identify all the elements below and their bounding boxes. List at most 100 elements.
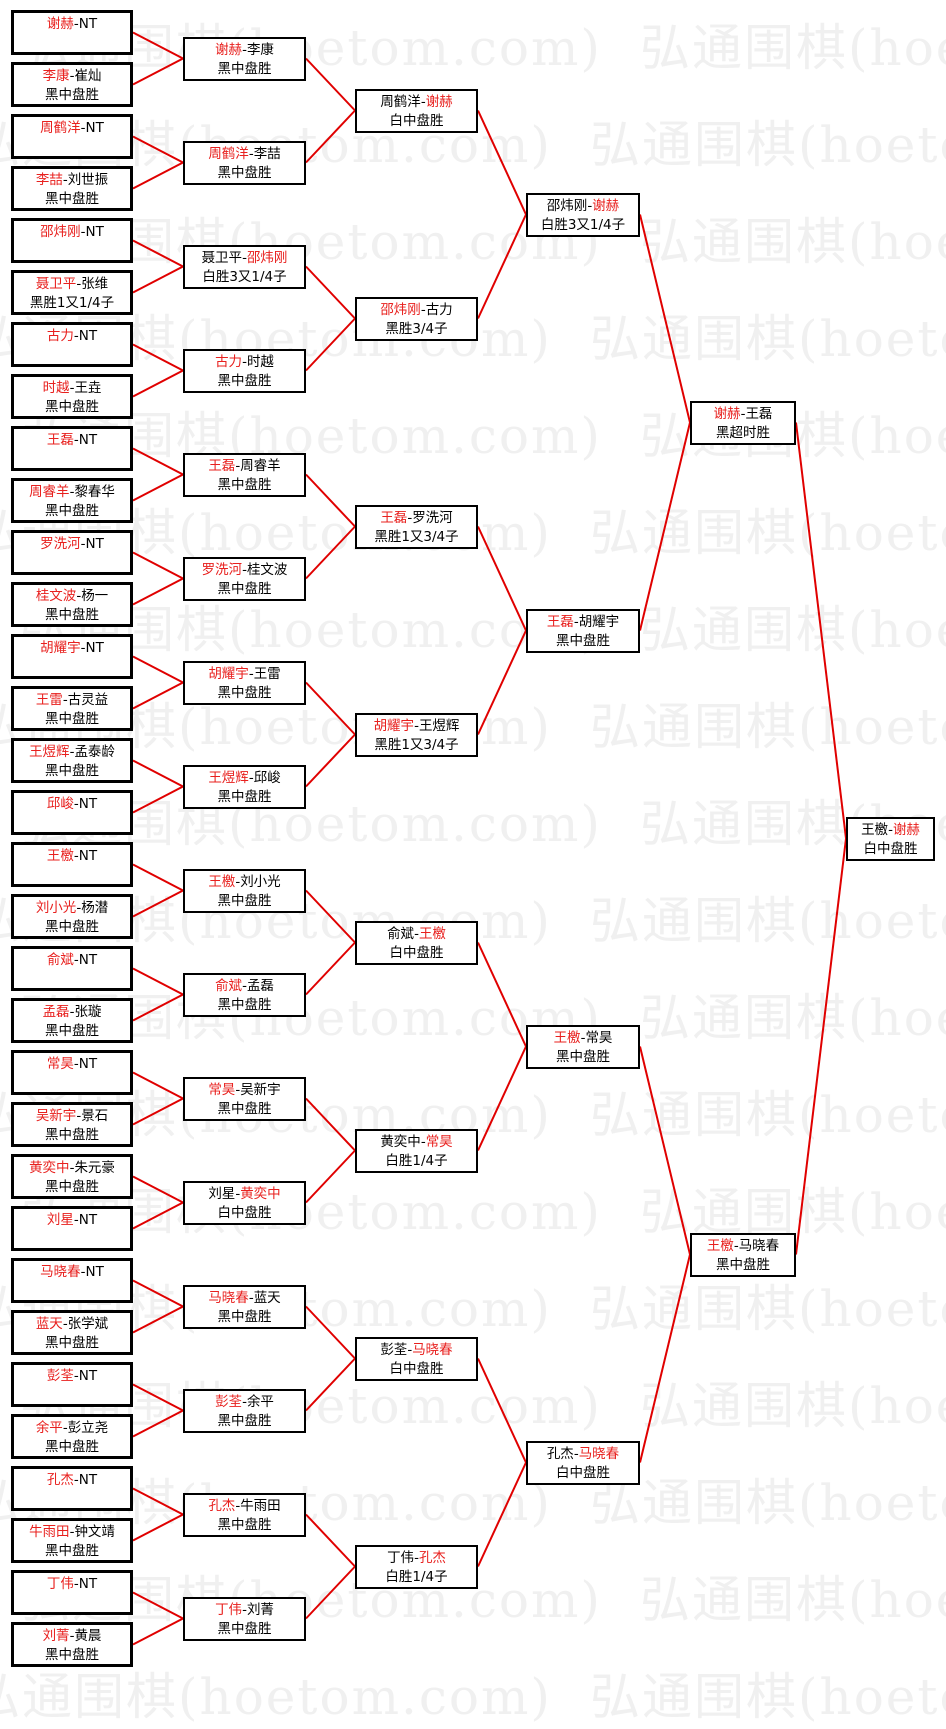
player-a: 黄奕中 <box>29 1160 70 1176</box>
match-box-round-1: 古力-NT <box>11 322 133 367</box>
match-result: 黑中盘胜 <box>45 711 99 727</box>
match-result: 黑中盘胜 <box>217 788 272 805</box>
match-box-round-1: 周鹤洋-NT <box>11 114 133 159</box>
bracket-connector <box>132 655 184 684</box>
match-result: 白中盘胜 <box>389 112 444 129</box>
match-box-round-2: 刘星-黄奕中白中盘胜 <box>183 1180 306 1225</box>
match-players: 彭荃-NT <box>14 1367 130 1386</box>
match-players: 彭荃-余平 <box>185 1393 304 1412</box>
player-a: 余平 <box>35 1420 63 1436</box>
player-a: 周鹤洋 <box>40 120 81 136</box>
match-players: 胡耀宇-NT <box>14 639 130 658</box>
match-box-round-1: 马晓春-NT <box>11 1258 133 1303</box>
player-b: 常昊 <box>425 1133 453 1150</box>
match-box-round-2: 孔杰-牛雨田黑中盘胜 <box>183 1492 306 1537</box>
player-a: 王檄 <box>208 873 236 890</box>
match-players: 刘菁-黄晨 <box>14 1627 130 1646</box>
match-players: 孔杰-NT <box>14 1471 130 1490</box>
match-box-round-2: 常昊-吴新宇黑中盘胜 <box>183 1076 306 1121</box>
player-b: 王煜辉 <box>418 717 460 734</box>
separator: - <box>235 1185 241 1202</box>
player-b: 杨潜 <box>81 900 109 916</box>
player-a: 彭荃 <box>46 1368 74 1384</box>
player-b: 周睿羊 <box>240 457 281 474</box>
player-b: 王磊 <box>745 405 773 422</box>
player-a: 周睿羊 <box>29 484 70 500</box>
bracket-connector <box>132 1487 184 1516</box>
player-a: 王煜辉 <box>29 744 70 760</box>
match-box-round-4: 邵炜刚-谢赫白胜3又1/4子 <box>526 192 640 237</box>
match-box-round-2: 聂卫平-邵炜刚白胜3又1/4子 <box>183 244 306 289</box>
separator: - <box>80 640 86 656</box>
match-box-round-2: 古力-时越黑中盘胜 <box>183 348 306 393</box>
separator: - <box>242 1393 247 1410</box>
player-a: 蓝天 <box>35 1316 63 1332</box>
separator: - <box>62 692 68 708</box>
separator: - <box>414 717 419 734</box>
player-a: 邵炜刚 <box>546 197 588 214</box>
match-players: 刘星-黄奕中 <box>185 1185 304 1204</box>
bracket-connector <box>305 1357 356 1412</box>
separator: - <box>62 1420 68 1436</box>
separator: - <box>235 1081 241 1098</box>
bracket-connector <box>132 1617 184 1646</box>
bracket-connector <box>132 681 184 710</box>
player-a: 王磊 <box>546 613 574 630</box>
separator: - <box>73 1056 79 1072</box>
bracket-connector <box>132 447 184 476</box>
player-a: 周鹤洋 <box>208 145 249 162</box>
bracket-connector <box>639 1046 691 1255</box>
match-box-round-2: 王檄-刘小光黑中盘胜 <box>183 868 306 913</box>
match-box-round-1: 黄奕中-朱元豪黑中盘胜 <box>11 1154 133 1199</box>
bracket-connector <box>477 942 527 1047</box>
bracket-connector <box>477 1462 527 1567</box>
match-result: 黑中盘胜 <box>45 1543 99 1559</box>
player-b: 杨一 <box>81 588 109 604</box>
bracket-connector <box>305 1305 356 1360</box>
player-b: 谢赫 <box>892 821 920 838</box>
separator: - <box>73 848 79 864</box>
player-b: 黎春华 <box>74 484 115 500</box>
match-box-round-1: 蓝天-张学斌黑中盘胜 <box>11 1310 133 1355</box>
match-players: 王磊-周睿羊 <box>185 457 304 476</box>
player-a: 刘星 <box>208 1185 236 1202</box>
player-b: 常昊 <box>585 1029 613 1046</box>
player-a: 王磊 <box>46 432 74 448</box>
bracket-connector <box>132 1071 184 1100</box>
match-result: 黑中盘胜 <box>45 1023 99 1039</box>
player-a: 王雷 <box>35 692 63 708</box>
match-result: 黑中盘胜 <box>45 1335 99 1351</box>
separator: - <box>420 301 426 318</box>
player-a: 胡耀宇 <box>373 717 415 734</box>
match-box-round-2: 罗洗河-桂文波黑中盘胜 <box>183 556 306 601</box>
player-b: NT <box>78 1212 98 1228</box>
match-box-round-3: 胡耀宇-王煜辉黑胜1又3/4子 <box>355 712 478 757</box>
separator: - <box>733 1237 739 1254</box>
match-box-round-5: 谢赫-王磊黑超时胜 <box>690 400 796 445</box>
match-box-round-1: 彭荃-NT <box>11 1362 133 1407</box>
separator: - <box>73 1472 79 1488</box>
separator: - <box>73 952 79 968</box>
match-box-round-1: 邵炜刚-NT <box>11 218 133 263</box>
match-box-round-1: 刘星-NT <box>11 1206 133 1251</box>
bracket-connector <box>132 239 184 268</box>
bracket-connector <box>132 343 184 372</box>
player-a: 马晓春 <box>208 1289 249 1306</box>
separator: - <box>73 1576 79 1592</box>
separator: - <box>80 1264 86 1280</box>
match-players: 邵炜刚-谢赫 <box>528 197 638 216</box>
match-result: 黑胜3/4子 <box>385 320 448 337</box>
player-a: 刘菁 <box>42 1628 70 1644</box>
player-a: 李喆 <box>35 172 63 188</box>
bracket-connector <box>132 1409 184 1438</box>
player-b: 李喆 <box>253 145 281 162</box>
match-result: 黑中盘胜 <box>556 632 610 649</box>
bracket-connector <box>132 1513 184 1542</box>
separator: - <box>69 484 75 500</box>
match-players: 王檄-谢赫 <box>848 821 933 840</box>
separator: - <box>888 821 893 838</box>
separator: - <box>248 1289 254 1306</box>
bracket-connector <box>477 1358 527 1463</box>
bracket-connector <box>132 1097 184 1126</box>
separator: - <box>573 1445 579 1462</box>
